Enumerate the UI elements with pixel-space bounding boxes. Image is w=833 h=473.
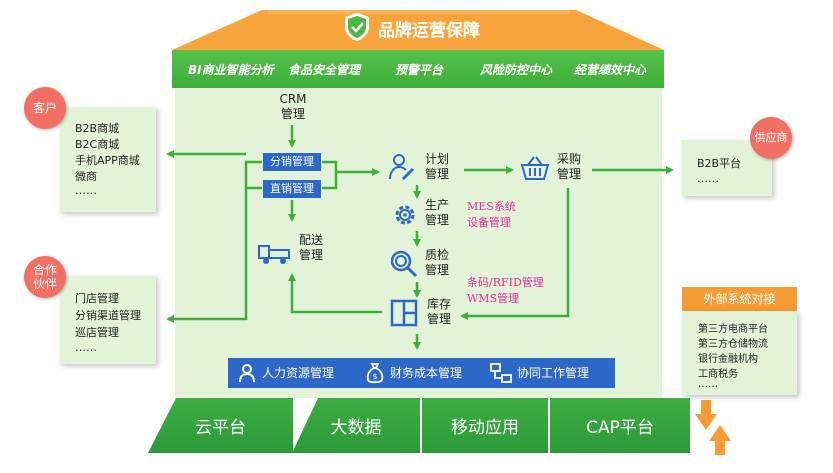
module-risk: 风险防控中心 <box>480 63 553 77</box>
truck-icon <box>258 245 290 264</box>
qc-line: 质检 <box>424 248 449 262</box>
partner-badge-line: 合作 <box>32 263 57 277</box>
hr-management: 人力资源管理 <box>262 366 335 380</box>
partner-item: …… <box>75 341 97 354</box>
external-item: 第三方仓储物流 <box>698 339 768 350</box>
procurement-line: 采购 <box>556 152 581 166</box>
procurement-line: 管理 <box>556 167 581 181</box>
supplier-badge: 供应商 <box>750 117 792 159</box>
plan-label: 计划 管理 <box>420 152 454 182</box>
customer-item: B2C商城 <box>75 138 120 151</box>
platform-cap: CAP平台 <box>550 398 690 453</box>
external-title: 外部系统对接 <box>682 287 797 311</box>
procurement-label: 采购 管理 <box>552 152 586 182</box>
barcode-note-line: WMS管理 <box>467 292 520 305</box>
production-line: 生产 <box>424 198 449 212</box>
supplier-panel: B2B平台 …… <box>682 140 772 196</box>
crm-line: CRM <box>279 92 307 106</box>
collab-management: 协同工作管理 <box>517 366 590 380</box>
delivery-line: 配送 <box>298 233 323 247</box>
mes-note: MES系统 设备管理 <box>467 199 516 231</box>
platform-cloud: 云平台 <box>148 398 293 453</box>
external-item: 工商税务 <box>698 369 738 380</box>
finance-management: 财务成本管理 <box>390 366 463 380</box>
supplier-item: …… <box>697 172 719 185</box>
customer-badge: 客户 <box>24 87 66 129</box>
distribution-management: 分销管理 <box>263 153 321 171</box>
supplier-item: B2B平台 <box>697 157 742 170</box>
svg-text:$: $ <box>372 372 377 381</box>
roof-title: 品牌运营保障 <box>378 21 480 41</box>
mes-note-line: 设备管理 <box>467 216 511 229</box>
module-performance: 经营绩效中心 <box>574 63 647 77</box>
customer-item: …… <box>75 184 97 197</box>
mes-note-line: MES系统 <box>467 200 516 213</box>
plan-line: 管理 <box>424 167 449 181</box>
shield-icon <box>345 13 369 41</box>
roof <box>172 10 664 50</box>
external-item: 银行金融机构 <box>698 354 758 365</box>
partner-badge-line: 伙伴 <box>32 277 57 291</box>
barcode-note-line: 条码/RFID管理 <box>467 276 544 289</box>
production-label: 生产 管理 <box>420 198 454 228</box>
money-bag-icon: $ <box>366 363 384 384</box>
delivery-label: 配送 管理 <box>294 233 328 263</box>
customer-item: 微商 <box>75 170 97 183</box>
inventory-label: 库存 管理 <box>422 297 456 327</box>
external-item: 第三方电商平台 <box>698 324 768 335</box>
module-food-safety: 食品安全管理 <box>288 63 361 77</box>
external-panel: 第三方电商平台 第三方仓储物流 银行金融机构 工商税务 …… <box>682 311 797 395</box>
module-warning: 预警平台 <box>395 63 444 77</box>
qc-label: 质检 管理 <box>420 248 454 278</box>
module-band: BI商业智能分析 食品安全管理 预警平台 风险防控中心 经营绩效中心 <box>172 50 664 88</box>
delivery-line: 管理 <box>298 248 323 262</box>
qc-line: 管理 <box>424 263 449 277</box>
direct-sales-management: 直销管理 <box>263 180 321 198</box>
partner-item: 巡店管理 <box>75 326 119 339</box>
module-bi: BI商业智能分析 <box>188 63 274 77</box>
partner-panel: 门店管理 分销渠道管理 巡店管理 …… <box>60 276 156 364</box>
crm-label: CRM 管理 <box>270 92 316 122</box>
customer-item: B2B商城 <box>75 122 120 135</box>
partner-item: 分销渠道管理 <box>75 309 141 322</box>
customer-panel: B2B商城 B2C商城 手机APP商城 微商 …… <box>60 107 156 212</box>
partner-item: 门店管理 <box>75 292 119 305</box>
production-line: 管理 <box>424 213 449 227</box>
gear-icon <box>395 205 415 225</box>
platform-mobile: 移动应用 <box>422 398 548 453</box>
inventory-icon <box>390 299 418 327</box>
support-bar: 人力资源管理 $ 财务成本管理 协同工作管理 <box>228 358 615 388</box>
basket-icon <box>520 156 550 180</box>
inventory-line: 管理 <box>426 312 451 326</box>
magnifier-icon <box>390 250 418 278</box>
workflow-icon <box>490 363 512 383</box>
barcode-note: 条码/RFID管理 WMS管理 <box>467 275 544 307</box>
customer-item: 手机APP商城 <box>75 154 140 167</box>
bidirectional-arrow-icon <box>695 400 731 455</box>
partner-badge: 合作 伙伴 <box>24 256 66 298</box>
person-icon <box>239 364 255 383</box>
person-edit-icon <box>389 154 415 181</box>
inventory-line: 库存 <box>426 297 451 311</box>
crm-line: 管理 <box>280 107 305 121</box>
plan-line: 计划 <box>424 152 449 166</box>
external-item: …… <box>698 379 718 390</box>
